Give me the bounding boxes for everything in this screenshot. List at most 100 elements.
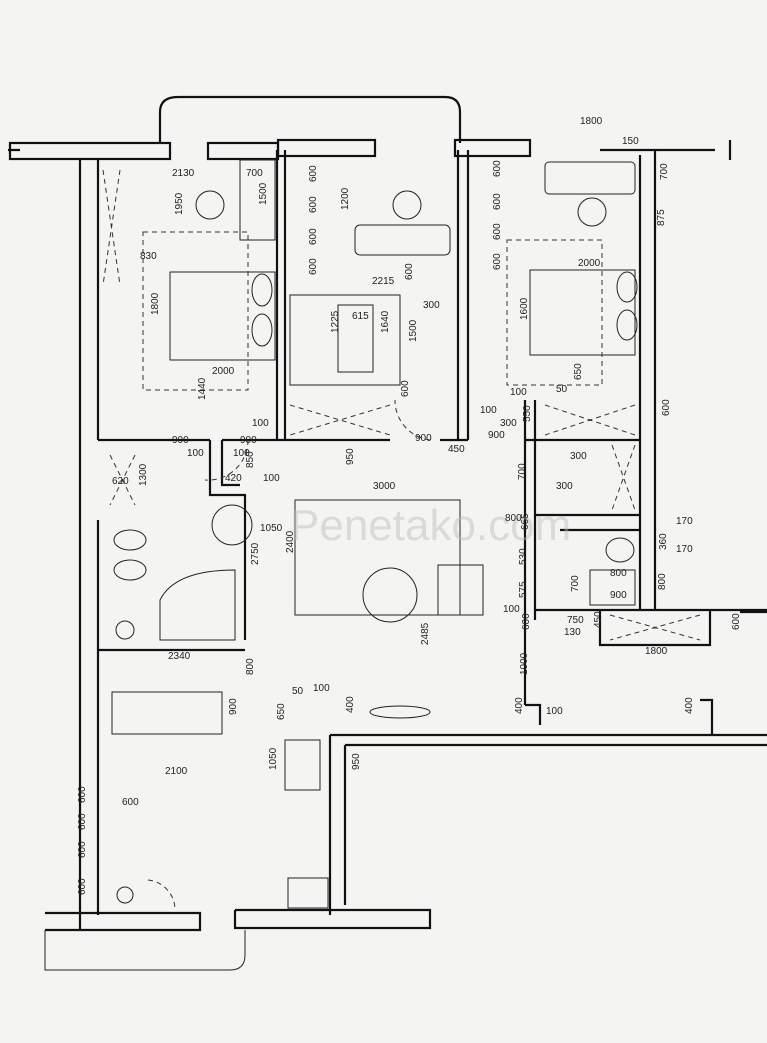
dimension-label: 600 [308, 165, 319, 182]
dimension-label: 530 [518, 548, 529, 565]
dimension-label: 1500 [258, 182, 269, 205]
dimension-label: 830 [140, 251, 157, 262]
dimension-label: 1800 [150, 292, 161, 315]
dimension-label: 1800 [645, 646, 668, 657]
watermark: Penetako.com [290, 501, 571, 550]
dimension-label: 600 [492, 223, 503, 240]
dimension-label: 1950 [174, 192, 185, 215]
dimension-label: 700 [246, 168, 263, 179]
dimension-label: 100 [313, 683, 330, 694]
dimension-label: 420 [225, 473, 242, 484]
dimension-label: 1225 [330, 310, 341, 333]
dimension-label: 700 [570, 575, 581, 592]
dimension-labels: 2130 700 1950 1500 830 1800 2000 1440 100 900 900 1… [77, 116, 742, 895]
dimension-label: 300 [423, 300, 440, 311]
dimension-label: 130 [564, 627, 581, 638]
dimension-label: 900 [488, 430, 505, 441]
dimension-label: 100 [233, 448, 250, 459]
dimension-label: 1600 [519, 297, 530, 320]
dimension-label: 600 [308, 258, 319, 275]
dimension-label: 900 [172, 435, 189, 446]
dimension-label: 950 [345, 448, 356, 465]
dimension-label: 1800 [580, 116, 603, 127]
dimension-label: 2400 [285, 530, 296, 553]
dimension-label: 550 [522, 405, 533, 422]
dimension-label: 600 [122, 797, 139, 808]
dimension-label: 620 [112, 476, 129, 487]
dimension-label: 700 [659, 163, 670, 180]
dimension-label: 700 [517, 463, 528, 480]
dimension-label: 170 [676, 544, 693, 555]
dimension-label: 100 [187, 448, 204, 459]
dimension-label: 600 [521, 613, 532, 630]
dimension-label: 575 [518, 581, 529, 598]
dimension-label: 100 [503, 604, 520, 615]
furniture [102, 159, 701, 911]
dimension-label: 450 [593, 611, 604, 628]
dimension-label: 900 [228, 698, 239, 715]
dimension-label: 100 [263, 473, 280, 484]
dimension-label: 400 [345, 696, 356, 713]
dimension-label: 600 [731, 613, 742, 630]
dimension-label: 100 [546, 706, 563, 717]
dimension-label: 2215 [372, 276, 395, 287]
dimension-label: 170 [676, 516, 693, 527]
dimension-label: 1300 [138, 463, 149, 486]
dimension-label: 150 [622, 136, 639, 147]
dimension-label: 800 [657, 573, 668, 590]
dimension-label: 50 [292, 686, 304, 697]
dimension-label: 600 [77, 813, 88, 830]
dimension-label: 900 [610, 590, 627, 601]
dimension-label: 600 [400, 380, 411, 397]
dimension-label: 600 [492, 253, 503, 270]
dimension-label: 875 [656, 209, 667, 226]
dimension-label: 2340 [168, 651, 191, 662]
dimension-label: 900 [240, 435, 257, 446]
dimension-label: 600 [492, 160, 503, 177]
dimension-label: 300 [556, 481, 573, 492]
dimension-label: 600 [308, 228, 319, 245]
dimension-label: 1640 [380, 310, 391, 333]
dimension-label: 100 [480, 405, 497, 416]
dimension-label: 2750 [250, 542, 261, 565]
dimension-label: 950 [351, 753, 362, 770]
dimension-label: 450 [448, 444, 465, 455]
dimension-label: 1000 [519, 652, 530, 675]
dimension-label: 360 [658, 533, 669, 550]
dimension-label: 100 [510, 387, 527, 398]
dimension-label: 600 [77, 878, 88, 895]
dimension-label: 100 [252, 418, 269, 429]
dimension-label: 615 [352, 311, 369, 322]
dimension-label: 2000 [212, 366, 235, 377]
dimension-label: 665 [520, 513, 531, 530]
dimension-label: 2100 [165, 766, 188, 777]
dimension-label: 600 [77, 786, 88, 803]
dimension-label: 600 [308, 196, 319, 213]
dimension-label: 600 [404, 263, 415, 280]
dimension-label: 1440 [197, 377, 208, 400]
dimension-label: 800 [245, 658, 256, 675]
dimension-label: 400 [684, 697, 695, 714]
dimension-label: 50 [556, 384, 568, 395]
dimension-label: 900 [415, 433, 432, 444]
dimension-label: 1200 [340, 187, 351, 210]
dimension-label: 850 [245, 451, 256, 468]
dimension-label: 300 [500, 418, 517, 429]
dimension-label: 750 [567, 615, 584, 626]
dimension-label: 650 [276, 703, 287, 720]
dimension-label: 3000 [373, 481, 396, 492]
dimension-label: 1050 [268, 747, 279, 770]
dimension-label: 1050 [260, 523, 283, 534]
walls [8, 95, 767, 971]
dimension-label: 2000 [578, 258, 601, 269]
dimension-label: 300 [570, 451, 587, 462]
dimension-label: 600 [492, 193, 503, 210]
dimension-label: 650 [573, 363, 584, 380]
dimension-label: 800 [610, 568, 627, 579]
dimension-label: 600 [661, 399, 672, 416]
dimension-label: 400 [514, 697, 525, 714]
dimension-label: 2130 [172, 168, 195, 179]
dimension-label: 1500 [408, 319, 419, 342]
dimension-label: 600 [77, 841, 88, 858]
